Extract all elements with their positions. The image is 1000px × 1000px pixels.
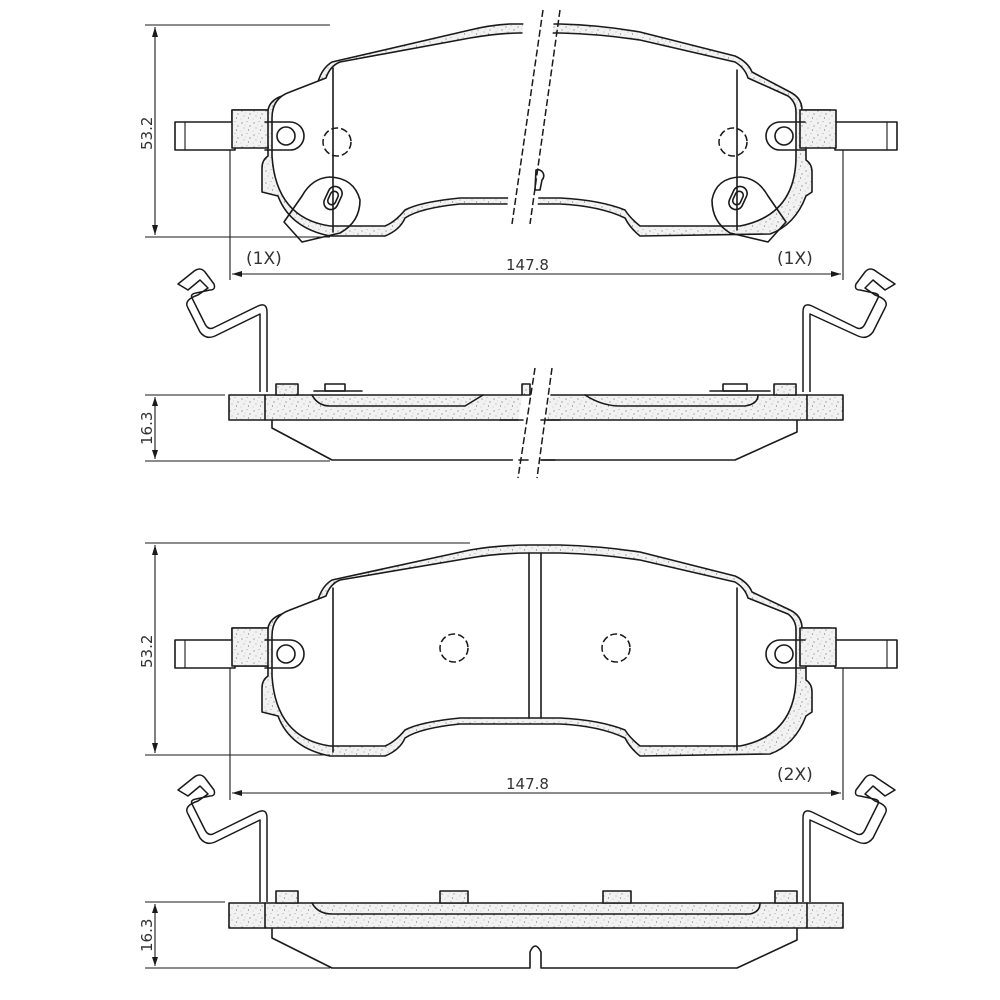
top-pad-right-tab: [834, 121, 898, 151]
bottom-right-dashed-circle: [601, 633, 631, 663]
bottom-pad-width-label: 147.8: [506, 775, 549, 793]
top-pad-height-label: 53.2: [138, 117, 156, 150]
top-left-dashed-circle: [322, 127, 352, 157]
bottom-pad-left-tab: [174, 639, 236, 669]
top-pad-width-label: 147.8: [506, 256, 549, 274]
bottom-pad-right-tab: [834, 639, 898, 669]
top-right-wear-indicator: [711, 176, 787, 243]
top-pad-side-view: [177, 268, 896, 487]
bottom-right-pin-hole: [774, 644, 794, 664]
bottom-pad-front-view: [174, 544, 898, 757]
top-right-clip: [802, 268, 896, 392]
top-right-dashed-circle: [718, 127, 748, 157]
bottom-side-friction-block: [271, 927, 798, 969]
bottom-side-backing-plate: [228, 902, 844, 929]
top-pad-dimensions: 53.2 147.8 (1X) (1X): [138, 24, 844, 280]
top-pad-front-view: [174, 5, 898, 243]
top-side-dimensions: 16.3: [138, 394, 330, 462]
top-right-pin-hole: [774, 126, 794, 146]
top-pad-qty-left: (1X): [246, 249, 282, 269]
bottom-pad-friction-material: [271, 552, 797, 747]
bottom-pad-qty: (2X): [777, 765, 813, 785]
top-left-clip: [177, 268, 268, 392]
top-pad-break-line-left: [511, 9, 544, 225]
bottom-pad-height-label: 53.2: [138, 635, 156, 668]
bottom-pad-dimensions: 53.2 147.8 (2X): [138, 542, 844, 800]
bottom-side-thickness-label: 16.3: [138, 919, 156, 952]
bottom-left-clip: [177, 774, 268, 902]
bottom-left-dashed-circle: [439, 633, 469, 663]
top-side-thickness-label: 16.3: [138, 412, 156, 445]
bottom-right-clip: [802, 774, 896, 902]
top-left-wear-indicator: [283, 176, 361, 243]
bottom-side-dimensions: 16.3: [138, 901, 330, 969]
bottom-left-pin-hole: [276, 644, 296, 664]
top-pad-left-tab: [174, 121, 236, 151]
top-pad-qty-right: (1X): [777, 249, 813, 269]
top-left-pin-hole: [276, 126, 296, 146]
bottom-pad-side-view: [177, 774, 896, 969]
